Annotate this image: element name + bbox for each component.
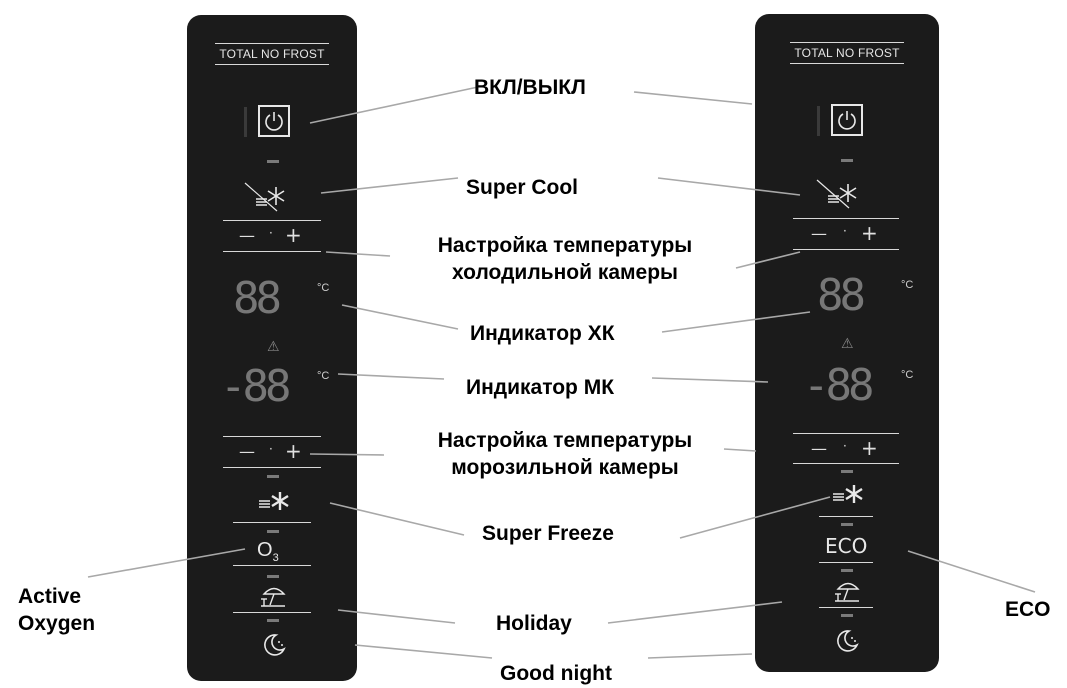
- freezer-line-top: [223, 436, 321, 437]
- label-holiday: Holiday: [496, 612, 572, 635]
- fridge-degree: °C: [317, 282, 330, 294]
- fridge-plus-button[interactable]: +: [285, 223, 302, 247]
- snowflake-bold-icon: [833, 485, 863, 503]
- label-freezer-indicator: Индикатор МК: [466, 376, 615, 399]
- freezer-plus-button[interactable]: +: [861, 436, 878, 460]
- label-active-oxygen-line2: Oxygen: [18, 612, 96, 635]
- label-freezer-temp: Настройка температуры морозильной камеры: [400, 427, 730, 481]
- freezer-degree: °C: [901, 369, 914, 381]
- label-fridge-temp-line2: холодильной камеры: [452, 261, 678, 284]
- holiday-line: [819, 607, 873, 608]
- fridge-dot: ·: [269, 226, 273, 240]
- freezer-plus-button[interactable]: +: [285, 439, 302, 463]
- freezer-minus-button[interactable]: —: [239, 442, 255, 461]
- super-freeze-dash: [267, 530, 279, 533]
- freezer-dot: ·: [843, 439, 847, 453]
- fridge-dot: ·: [843, 224, 847, 238]
- control-panel-left: TOTAL NO FROST — · + 88 °C ⚠ -88 °C — · …: [187, 15, 357, 681]
- holiday-line: [233, 612, 311, 613]
- freezer-temp-display: -88: [803, 360, 875, 411]
- o3-line: [233, 565, 311, 566]
- label-fridge-temp-line1: Настройка температуры: [437, 234, 693, 257]
- label-freezer-temp-line1: Настройка температуры: [437, 429, 693, 452]
- label-power: ВКЛ/ВЫКЛ: [474, 76, 586, 99]
- good-night-button[interactable]: [834, 628, 860, 659]
- fridge-minus-button[interactable]: —: [239, 226, 255, 245]
- beach-umbrella-icon: [835, 582, 860, 602]
- fridge-minus-button[interactable]: —: [811, 224, 827, 243]
- fridge-line-top: [793, 218, 899, 219]
- moon-icon: [264, 634, 286, 656]
- freezer-line-top: [793, 433, 899, 434]
- freezer-dash: [841, 470, 853, 473]
- beach-umbrella-icon: [261, 587, 286, 607]
- freezer-temp-display: -88: [220, 361, 292, 412]
- fridge-line-bottom: [223, 251, 321, 252]
- power-dash: [841, 159, 853, 162]
- label-freezer-temp-line2: морозильной камеры: [451, 456, 679, 479]
- super-freeze-button[interactable]: [257, 489, 291, 520]
- freezer-line-bottom: [223, 467, 321, 468]
- label-eco: ECO: [1005, 598, 1051, 621]
- snowflake-bold-icon: [259, 492, 289, 510]
- freezer-dash: [267, 475, 279, 478]
- holiday-dash: [841, 614, 853, 617]
- holiday-button[interactable]: [258, 585, 288, 614]
- eco-button[interactable]: ECO: [825, 534, 868, 558]
- holiday-dash: [267, 619, 279, 622]
- super-cool-button[interactable]: [815, 178, 865, 215]
- freezer-minus-button[interactable]: —: [811, 439, 827, 458]
- o3-dash: [267, 575, 279, 578]
- label-fridge-indicator: Индикатор ХК: [470, 322, 615, 345]
- power-button[interactable]: [831, 104, 863, 136]
- warning-icon: ⚠: [841, 335, 854, 351]
- label-good-night: Good night: [500, 662, 612, 685]
- total-no-frost-header: TOTAL NO FROST: [755, 42, 939, 64]
- control-panel-right: TOTAL NO FROST — · + 88 °C ⚠ -88 °C — · …: [755, 14, 939, 672]
- freezer-line-bottom: [793, 463, 899, 464]
- label-super-cool: Super Cool: [466, 176, 579, 199]
- moon-icon: [837, 630, 859, 652]
- fridge-plus-button[interactable]: +: [861, 221, 878, 245]
- label-active-oxygen-line1: Active: [18, 585, 82, 608]
- power-icon: [265, 112, 283, 131]
- eco-dash: [841, 569, 853, 572]
- active-oxygen-button[interactable]: O3: [257, 539, 279, 564]
- fridge-line-top: [223, 220, 321, 221]
- fridge-degree: °C: [901, 279, 914, 291]
- fridge-temp-display: 88: [817, 270, 866, 321]
- super-freeze-line: [819, 516, 873, 517]
- fridge-temp-display: 88: [233, 273, 282, 324]
- super-cool-button[interactable]: [243, 181, 293, 218]
- super-freeze-button[interactable]: [831, 482, 865, 513]
- power-dash: [267, 160, 279, 163]
- snowflake-icon: [816, 179, 857, 209]
- eco-line: [819, 562, 873, 563]
- snowflake-icon: [244, 182, 285, 212]
- label-active-oxygen: Active Oxygen: [18, 583, 95, 637]
- label-super-freeze: Super Freeze: [482, 522, 614, 545]
- freezer-dot: ·: [269, 442, 273, 456]
- holiday-button[interactable]: [832, 580, 862, 609]
- super-freeze-line: [233, 522, 311, 523]
- o3-subscript: 3: [272, 552, 279, 564]
- fridge-line-bottom: [793, 249, 899, 250]
- super-freeze-dash: [841, 523, 853, 526]
- power-indicator-bar: [244, 107, 247, 137]
- power-icon: [838, 111, 856, 130]
- good-night-button[interactable]: [261, 632, 287, 663]
- label-fridge-temp: Настройка температуры холодильной камеры: [400, 232, 730, 286]
- power-indicator-bar: [817, 106, 820, 136]
- warning-icon: ⚠: [267, 338, 280, 354]
- o3-label: O: [257, 539, 273, 561]
- freezer-degree: °C: [317, 370, 330, 382]
- power-button[interactable]: [258, 105, 290, 137]
- total-no-frost-header: TOTAL NO FROST: [187, 43, 357, 65]
